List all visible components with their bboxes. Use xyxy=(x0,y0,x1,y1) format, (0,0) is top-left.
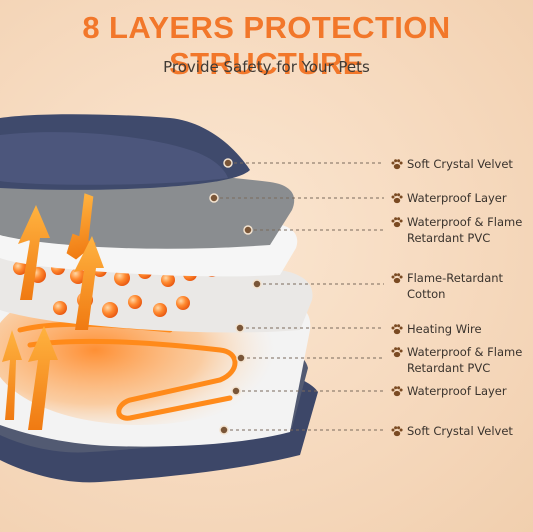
layer-label-text: Soft Crystal Velvet xyxy=(407,424,513,438)
paw-icon xyxy=(391,159,403,170)
layer-label-5: Heating Wire xyxy=(390,321,482,337)
layer-label-text: Waterproof & Flame Retardant PVC xyxy=(407,215,523,245)
paw-icon xyxy=(391,217,403,228)
layer-label-text: Soft Crystal Velvet xyxy=(407,157,513,171)
paw-icon xyxy=(391,273,403,284)
heat-arrow-icon xyxy=(2,193,104,430)
paw-icon xyxy=(391,426,403,437)
layer-label-text: Waterproof & Flame Retardant PVC xyxy=(407,345,523,375)
leader-dots xyxy=(209,158,262,435)
layer-label-text: Flame-Retardant Cotton xyxy=(407,271,504,301)
paw-icon xyxy=(391,324,403,335)
paw-icon xyxy=(391,386,403,397)
layer-label-6: Waterproof & Flame Retardant PVC xyxy=(390,344,522,376)
layer-label-4: Flame-Retardant Cotton xyxy=(390,270,503,302)
layer-label-8: Soft Crystal Velvet xyxy=(390,423,513,439)
page-subtitle: Provide Safety for Your Pets xyxy=(163,58,370,76)
layer-label-7: Waterproof Layer xyxy=(390,383,507,399)
page-title: 8 LAYERS PROTECTION STRUCTURE xyxy=(82,10,451,81)
paw-icon xyxy=(391,347,403,358)
layer-label-text: Waterproof Layer xyxy=(407,191,507,205)
leader-lines xyxy=(214,162,384,431)
layer-label-2: Waterproof Layer xyxy=(390,190,507,206)
layer-label-text: Waterproof Layer xyxy=(407,384,507,398)
layer-label-text: Heating Wire xyxy=(407,322,482,336)
layer-label-3: Waterproof & Flame Retardant PVC xyxy=(390,214,522,246)
layer-label-1: Soft Crystal Velvet xyxy=(390,156,513,172)
paw-icon xyxy=(391,193,403,204)
